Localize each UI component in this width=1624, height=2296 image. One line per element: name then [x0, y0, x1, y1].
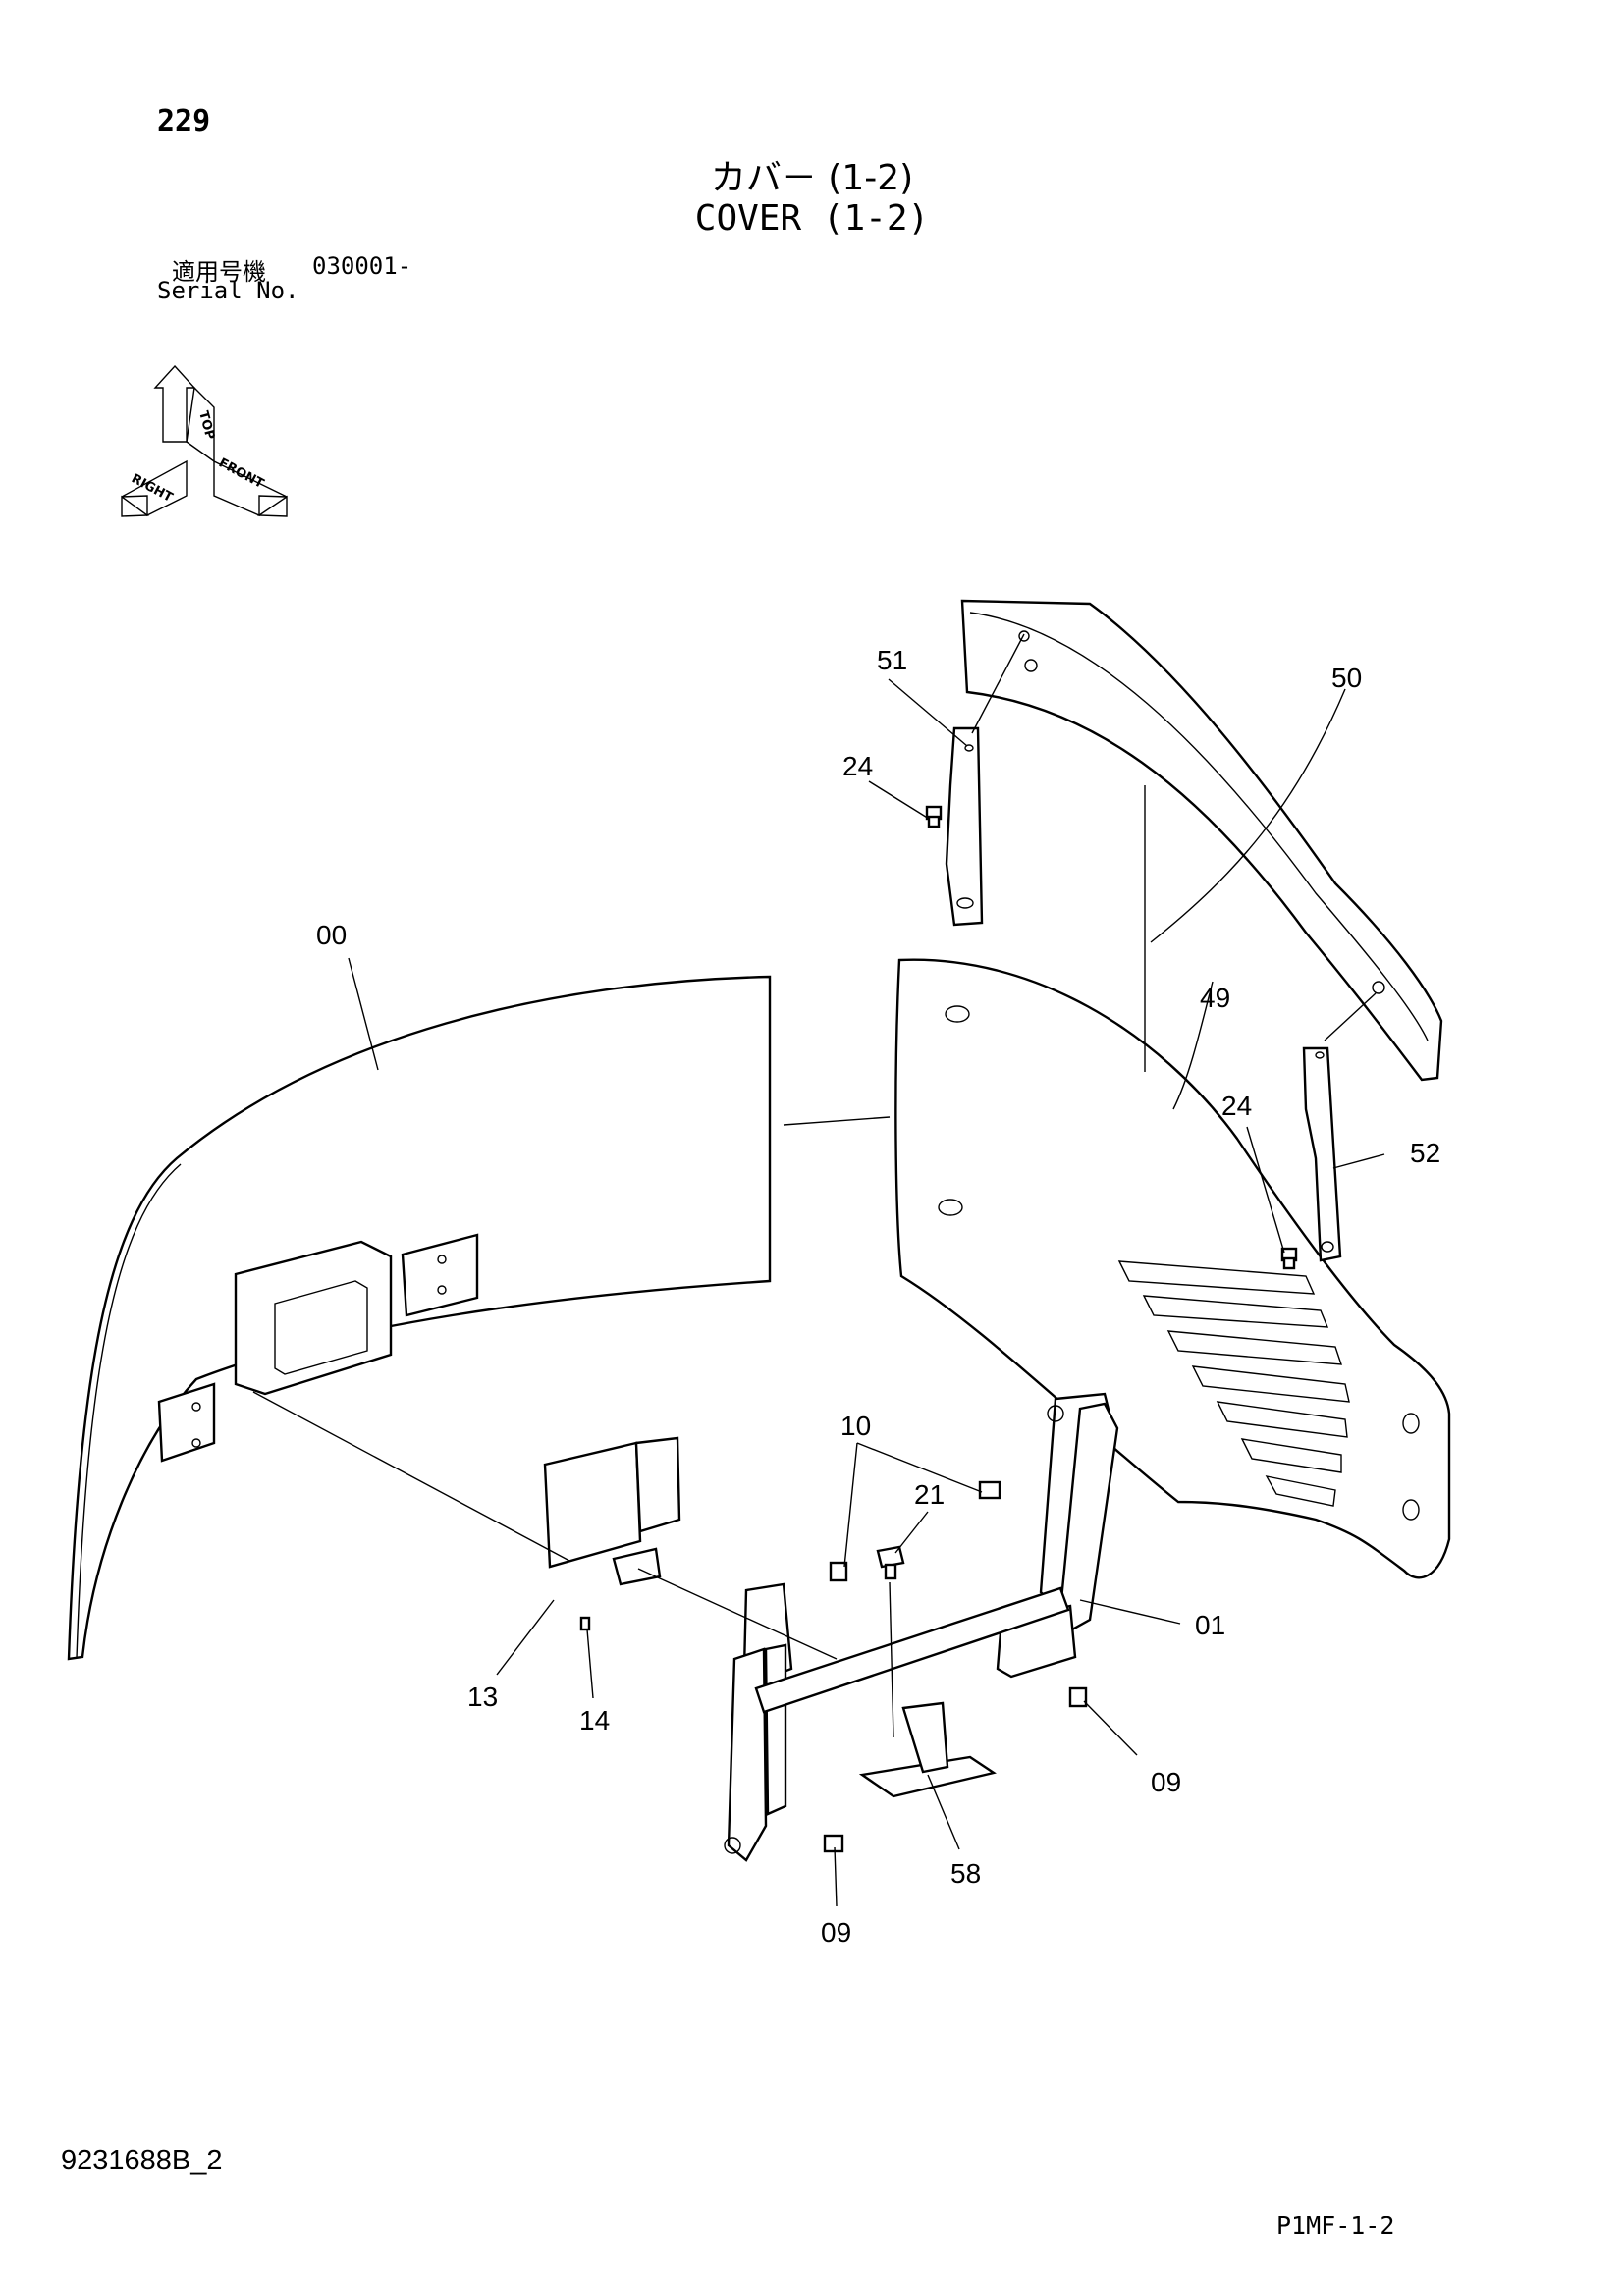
bracket-51 — [945, 726, 984, 927]
bolt-10-lower — [829, 1561, 848, 1582]
callout-50: 50 — [1331, 663, 1362, 693]
bolt-09-left — [823, 1834, 844, 1853]
orientation-top-label: TOP — [195, 409, 217, 441]
louvre-vents — [1117, 1260, 1350, 1507]
document-id: 9231688B_2 — [61, 2145, 223, 2176]
trim-50 — [960, 599, 1443, 1082]
serial-label-english: Serial No. — [157, 277, 299, 304]
orientation-front-label: FRONT — [216, 455, 266, 492]
bolt-21 — [876, 1545, 905, 1580]
serial-range: 030001- — [312, 252, 412, 280]
title-english: COVER (1-2) — [694, 198, 930, 239]
page-number: 229 — [157, 104, 211, 138]
bolt-24-lower — [1280, 1247, 1298, 1270]
callout-52: 52 — [1410, 1138, 1440, 1168]
bracket-58 — [858, 1701, 997, 1798]
right-arrow-icon — [121, 459, 188, 517]
assembly-lines — [252, 633, 1377, 1738]
serial-label-japanese: 適用号機 — [172, 258, 266, 286]
bolt-09-right — [1068, 1686, 1088, 1708]
bolt-10-upper — [978, 1480, 1001, 1500]
title-japanese: カバ－ (1-2) — [710, 158, 914, 198]
callout-13: 13 — [467, 1682, 498, 1712]
cover-plate-right — [401, 1233, 479, 1317]
callout-21: 21 — [914, 1479, 945, 1510]
top-arrow-icon — [153, 364, 196, 443]
leader-lines — [348, 678, 1385, 1907]
callout-09-left: 09 — [821, 1917, 851, 1948]
side-cover-49 — [894, 958, 1451, 1579]
callout-01: 01 — [1195, 1610, 1225, 1640]
callout-49: 49 — [1200, 983, 1230, 1013]
callout-10: 10 — [840, 1411, 871, 1441]
callout-58: 58 — [950, 1858, 981, 1889]
hinge-frame-01 — [724, 1392, 1119, 1862]
callout-09-right: 09 — [1151, 1767, 1181, 1797]
callout-24-upper: 24 — [842, 751, 873, 781]
callout-24-lower: 24 — [1221, 1091, 1252, 1121]
callout-14: 14 — [579, 1705, 610, 1735]
callout-51: 51 — [877, 645, 907, 675]
callout-00: 00 — [316, 920, 347, 950]
front-arrow-icon — [213, 459, 288, 517]
cover-panel-00 — [67, 975, 772, 1661]
screw-14 — [579, 1616, 591, 1631]
bolt-24-upper — [925, 805, 943, 828]
page-reference: P1MF-1-2 — [1276, 2212, 1395, 2240]
bracket-52 — [1302, 1046, 1342, 1262]
orientation-indicator: TOP RIGHT FRONT — [121, 364, 288, 517]
plate-13 — [543, 1436, 681, 1586]
